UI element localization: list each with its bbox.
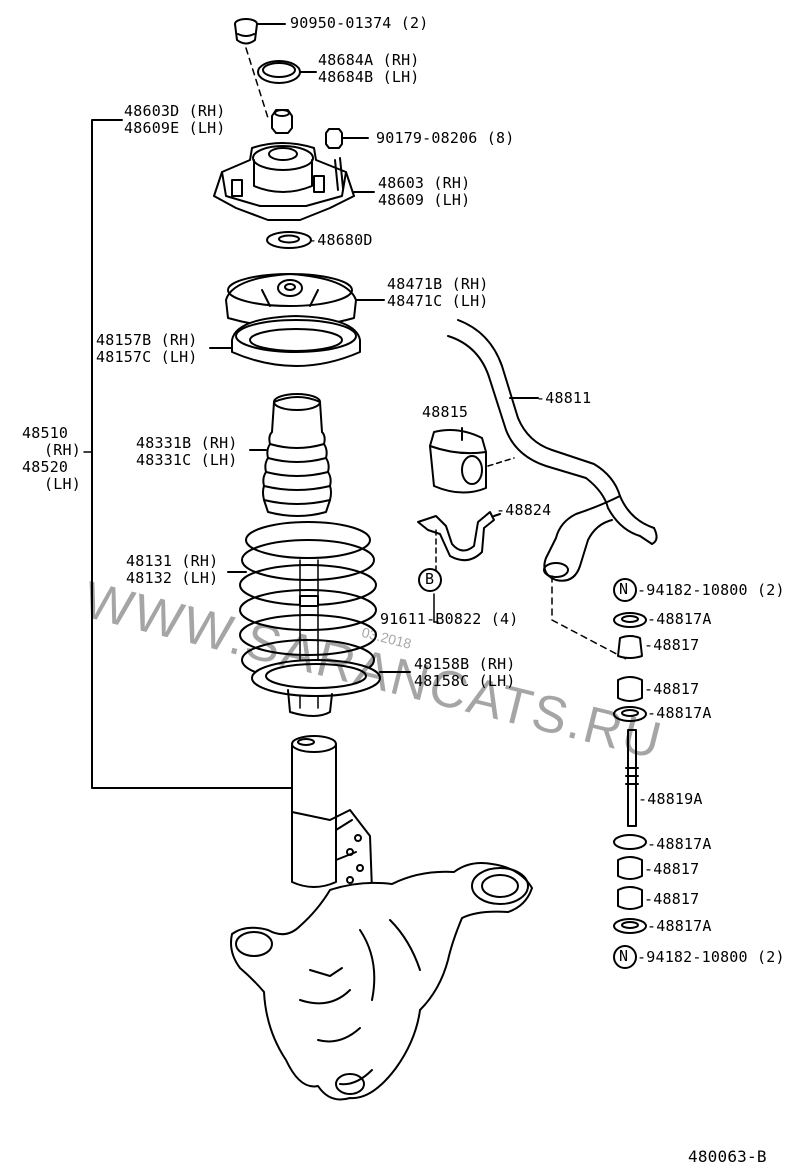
label-48158b: 48158B (RH) [414, 655, 516, 673]
coil-spring-part [227, 521, 377, 709]
label-48817a-4: -48817A [647, 917, 712, 935]
steering-knuckle-part [230, 862, 533, 1101]
label-48603d: 48603D (RH) [124, 102, 226, 120]
label-94182-top: -94182-10800 (2) [637, 581, 785, 599]
label-48817-2: -48817 [644, 680, 700, 698]
label-48520: 48520 [22, 458, 69, 476]
label-48817a-3: -48817A [647, 835, 712, 853]
label-48817-4: -48817 [644, 890, 700, 908]
label-48603: 48603 (RH) [378, 174, 471, 192]
label-48819a: -48819A [638, 790, 703, 808]
label-48510: 48510 [22, 424, 69, 442]
label-48520-lh: (LH) [44, 475, 81, 493]
upper-spring-seat-part [225, 273, 385, 328]
bump-boot-part [249, 393, 332, 517]
cap-plug-part [234, 18, 286, 45]
label-48471c: 48471C (LH) [387, 292, 489, 310]
label-48817a-2: -48817A [647, 704, 712, 722]
label-48817-1: -48817 [644, 636, 700, 654]
stabilizer-bushing-part [429, 427, 515, 494]
dashed-leader-line [245, 47, 269, 119]
label-48157c: 48157C (LH) [96, 348, 198, 366]
label-circle-n-bottom: N [619, 947, 629, 965]
label-90950: 90950-01374 (2) [290, 14, 429, 32]
circle-n-marker-top [613, 578, 637, 602]
label-48331c: 48331C (LH) [136, 451, 238, 469]
nut-part [271, 109, 293, 134]
stabilizer-bar-part [447, 319, 658, 661]
label-48815: 48815 [422, 403, 469, 421]
label-circle-b: B [425, 570, 435, 588]
stabilizer-bracket-part [417, 511, 501, 571]
diagram-id: 480063-B [688, 1147, 767, 1166]
label-91611: 91611-B0822 (4) [380, 610, 519, 628]
assembly-bracket-line [91, 119, 293, 789]
label-48131: 48131 (RH) [126, 552, 219, 570]
label-48158c: 48158C (LH) [414, 672, 516, 690]
lower-spring-seat-part [251, 659, 411, 717]
label-48609e: 48609E (LH) [124, 119, 226, 137]
label-48609: 48609 (LH) [378, 191, 471, 209]
label-94182-bottom: -94182-10800 (2) [637, 948, 785, 966]
circle-n-marker-bottom [613, 945, 637, 969]
strut-body-part [291, 735, 373, 903]
label-48157b: 48157B (RH) [96, 331, 198, 349]
small-nut-part [325, 128, 369, 149]
spring-insulator-part [209, 315, 361, 367]
label-48684a: 48684A (RH) [318, 51, 420, 69]
label-48132: 48132 (LH) [126, 569, 219, 587]
dust-cap-part [257, 60, 317, 84]
label-48510-rh: (RH) [44, 441, 81, 459]
label-circle-n-top: N [619, 580, 629, 598]
stabilizer-link-stack [613, 612, 647, 934]
label-48471b: 48471B (RH) [387, 275, 489, 293]
label-48331b: 48331B (RH) [136, 434, 238, 452]
label-48817-3: -48817 [644, 860, 700, 878]
washer-part [266, 231, 312, 249]
label-48684b: 48684B (LH) [318, 68, 420, 86]
strut-mount-part [213, 142, 375, 221]
circle-b-marker [418, 568, 442, 592]
label-48817a-1: -48817A [647, 610, 712, 628]
label-48680d: -48680D [308, 231, 373, 249]
label-90179: 90179-08206 (8) [376, 129, 515, 147]
label-48811: -48811 [536, 389, 592, 407]
label-48824: -48824 [496, 501, 552, 519]
